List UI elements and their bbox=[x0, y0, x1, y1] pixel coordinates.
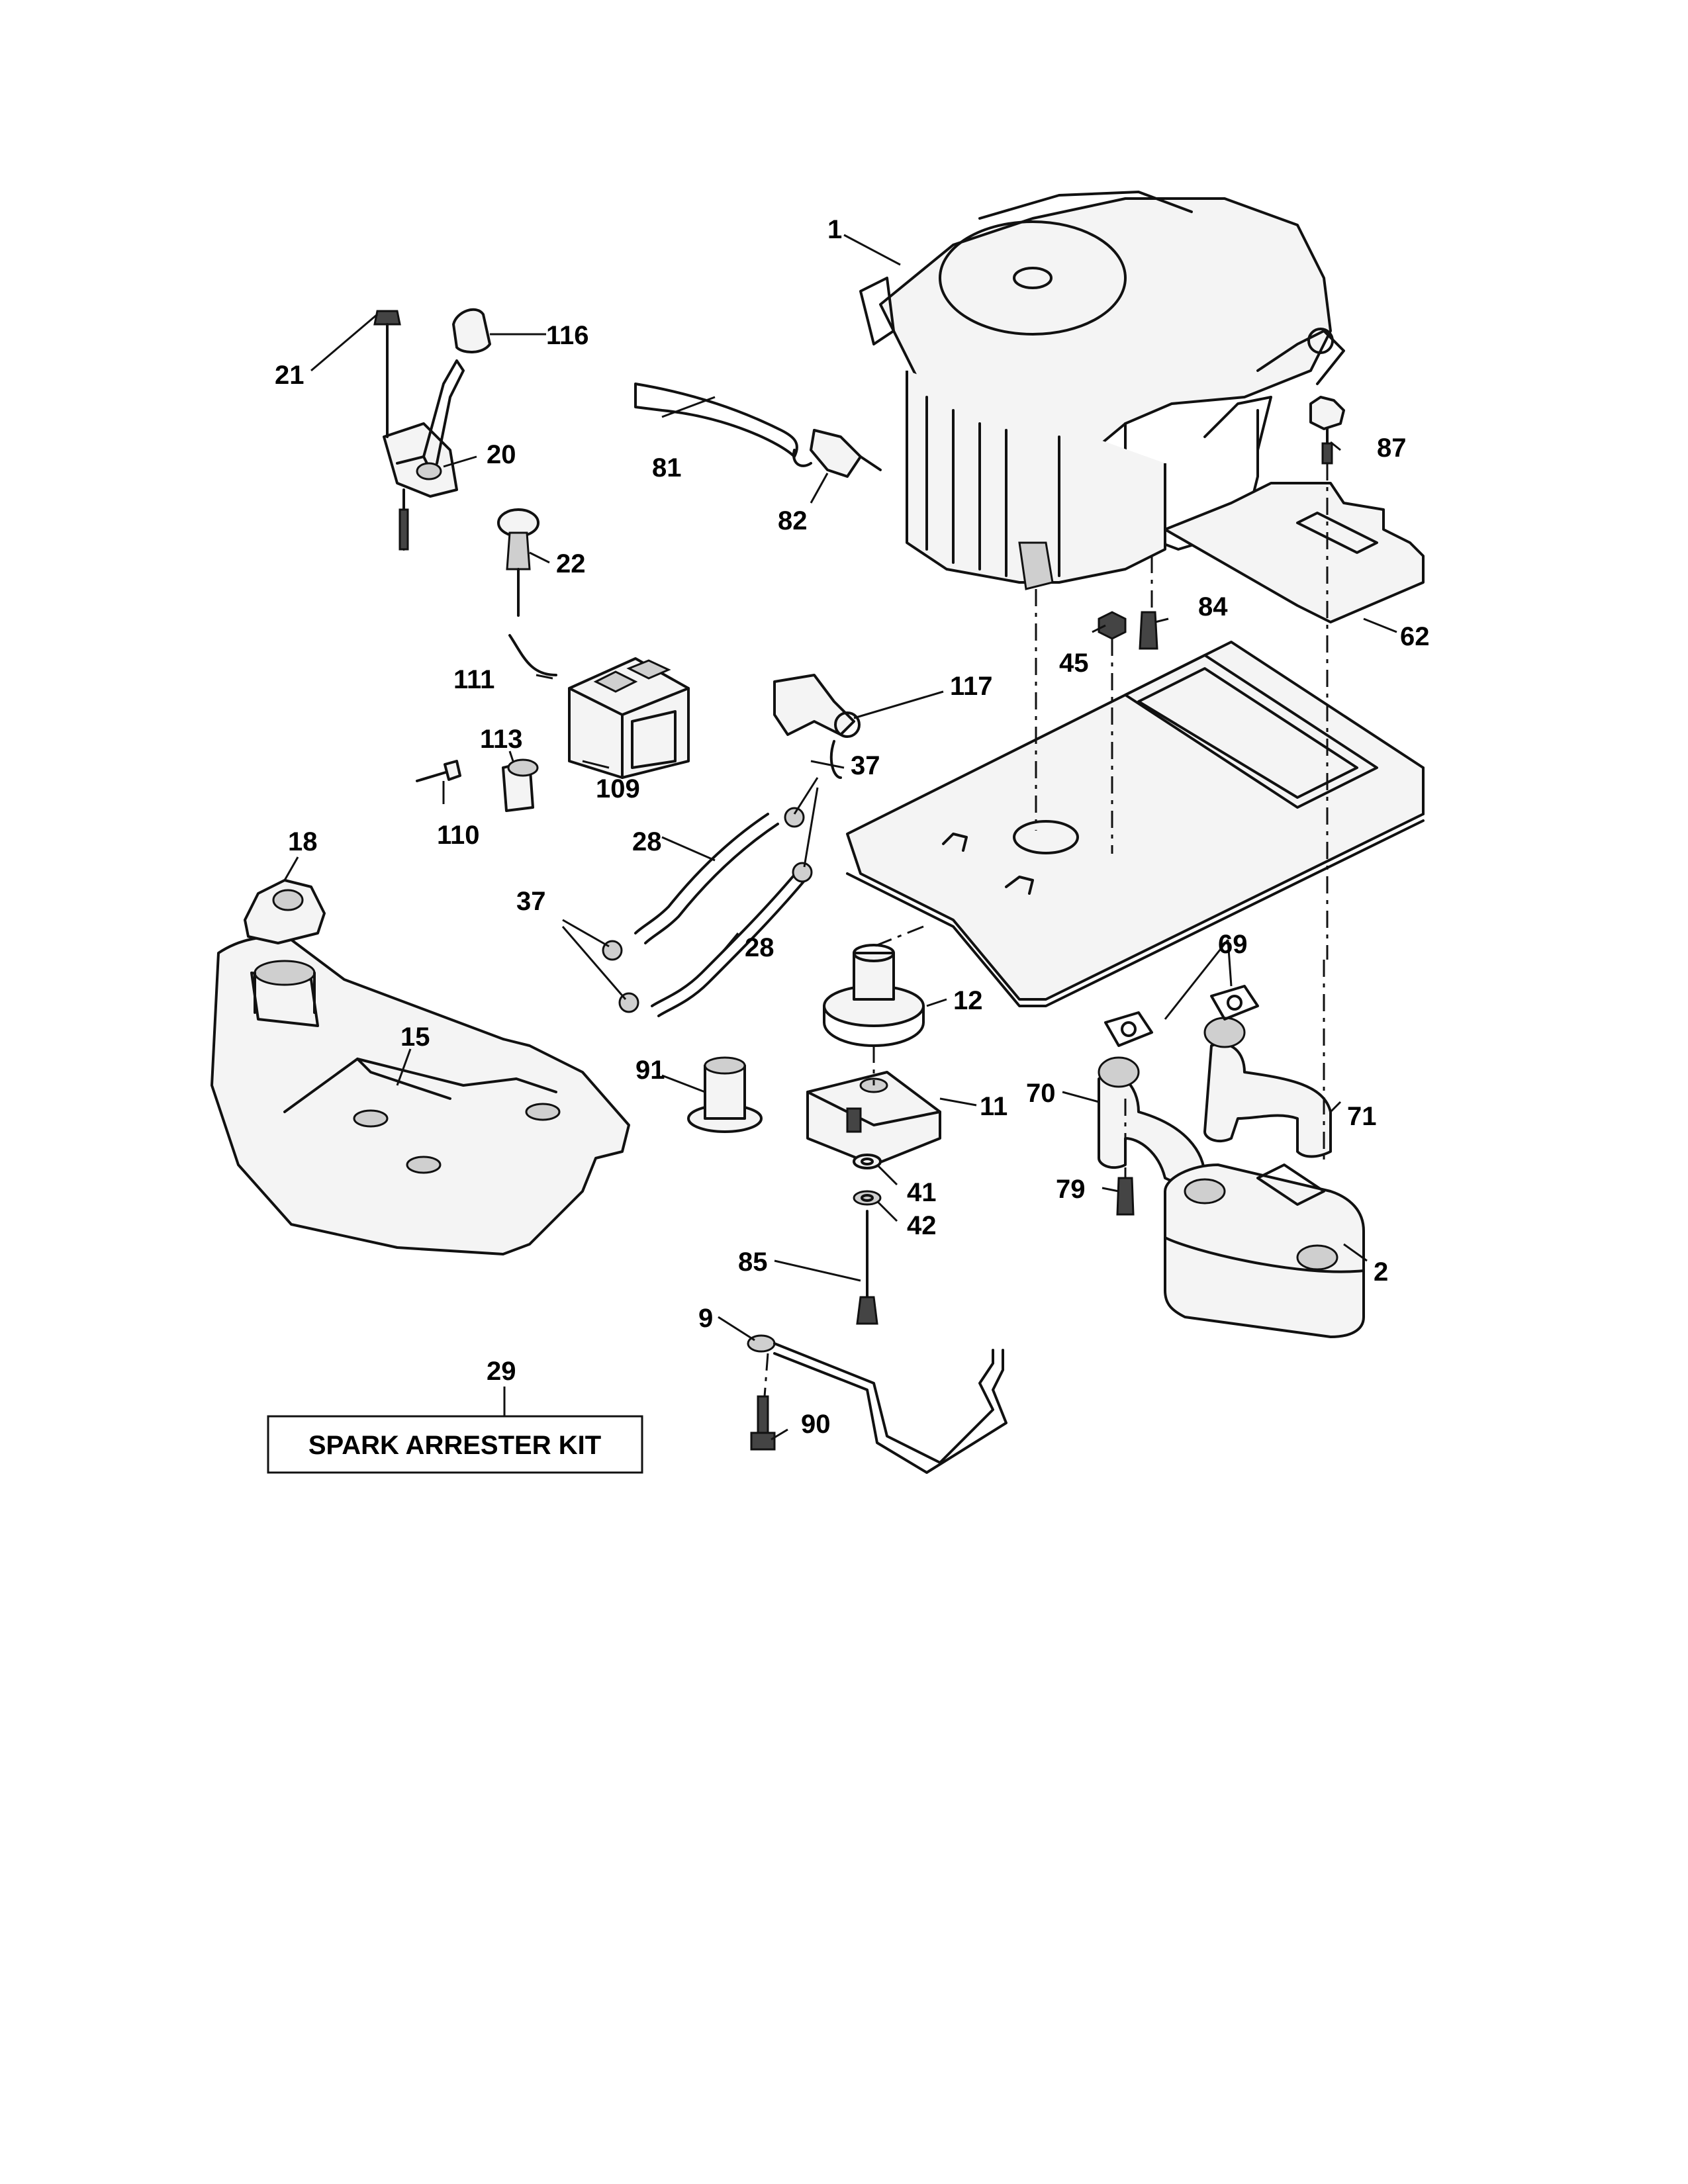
callout-labels: 1 2 9 11 12 15 18 20 21 22 28 28 29 37 3… bbox=[275, 215, 1430, 1439]
fuel-filter-82 bbox=[792, 429, 882, 478]
exhaust-pipe-71 bbox=[1203, 1017, 1332, 1158]
choke-knob-22 bbox=[497, 508, 539, 617]
callout-20: 20 bbox=[487, 440, 516, 469]
spark-arrester-kit: SPARK ARRESTER KIT bbox=[267, 1387, 643, 1474]
callout-70: 70 bbox=[1026, 1079, 1056, 1108]
bolt-79 bbox=[1116, 1177, 1135, 1216]
knob-116 bbox=[452, 308, 491, 353]
callout-1: 1 bbox=[827, 215, 842, 244]
kit-box bbox=[267, 1415, 643, 1474]
clutch-11 bbox=[806, 1071, 941, 1166]
callout-109: 109 bbox=[596, 774, 640, 803]
centerlines bbox=[763, 463, 1329, 1397]
callout-28-upper: 28 bbox=[632, 827, 662, 856]
fuel-cap-18 bbox=[244, 879, 326, 944]
wire-111 bbox=[508, 634, 557, 676]
callout-37-upper: 37 bbox=[851, 751, 880, 780]
callout-37-lower: 37 bbox=[516, 887, 546, 916]
callout-12: 12 bbox=[953, 986, 983, 1015]
ignition-switch-109 bbox=[568, 657, 690, 779]
leader-lines bbox=[283, 234, 1397, 1441]
callout-117: 117 bbox=[950, 672, 993, 701]
callout-84: 84 bbox=[1198, 592, 1228, 621]
callout-2: 2 bbox=[1374, 1257, 1388, 1287]
callout-91: 91 bbox=[635, 1056, 665, 1085]
fuel-hose-28-upper bbox=[634, 813, 779, 944]
callout-22: 22 bbox=[556, 549, 586, 578]
bolt-84 bbox=[1139, 611, 1158, 650]
engine-assembly bbox=[859, 191, 1345, 590]
shield-62 bbox=[1164, 482, 1425, 623]
washer-42 bbox=[853, 1190, 882, 1206]
washer-41 bbox=[853, 1154, 882, 1169]
callout-82: 82 bbox=[778, 506, 808, 535]
bolt-85 bbox=[856, 1210, 878, 1325]
rod-9 bbox=[747, 1334, 1008, 1474]
callout-62: 62 bbox=[1400, 622, 1430, 651]
callout-81: 81 bbox=[652, 453, 682, 482]
callout-87: 87 bbox=[1377, 433, 1407, 463]
key-110 bbox=[416, 760, 461, 782]
callout-29: 29 bbox=[487, 1357, 516, 1386]
callout-79: 79 bbox=[1056, 1175, 1086, 1204]
nut-45 bbox=[1098, 611, 1127, 640]
callout-85: 85 bbox=[738, 1248, 768, 1277]
callout-110: 110 bbox=[437, 821, 480, 850]
kit-label: SPARK ARRESTER KIT bbox=[308, 1431, 601, 1460]
callout-18: 18 bbox=[288, 827, 318, 856]
shutoff-valve-117 bbox=[773, 674, 861, 779]
callout-69: 69 bbox=[1218, 930, 1248, 959]
pulley-12 bbox=[823, 944, 925, 1047]
callout-28-lower: 28 bbox=[745, 933, 774, 962]
callout-111: 111 bbox=[453, 665, 494, 694]
hose-clamp-37 bbox=[602, 807, 813, 1013]
bolt-90 bbox=[750, 1395, 776, 1451]
bolt-21 bbox=[373, 310, 401, 438]
callout-45: 45 bbox=[1059, 649, 1089, 678]
knob-87 bbox=[1309, 396, 1345, 465]
callout-21: 21 bbox=[275, 361, 305, 390]
callout-15: 15 bbox=[400, 1023, 430, 1052]
muffler-2 bbox=[1164, 1163, 1365, 1338]
fuel-hose-28-lower bbox=[651, 866, 809, 1017]
gasket-69 bbox=[1104, 985, 1259, 1047]
callout-41: 41 bbox=[907, 1178, 937, 1207]
throttle-control-20 bbox=[383, 359, 465, 551]
fuel-tank-15 bbox=[211, 936, 630, 1255]
bearing-91 bbox=[687, 1056, 763, 1133]
callout-11: 11 bbox=[980, 1092, 1008, 1121]
key-113 bbox=[502, 758, 539, 812]
exhaust-pipe-70 bbox=[1098, 1056, 1206, 1185]
fuel-line-81 bbox=[634, 383, 798, 458]
callout-116: 116 bbox=[546, 321, 589, 350]
callout-113: 113 bbox=[480, 725, 523, 754]
frame-plate bbox=[846, 641, 1425, 1007]
callout-42: 42 bbox=[907, 1211, 937, 1240]
callout-90: 90 bbox=[801, 1410, 831, 1439]
callout-71: 71 bbox=[1347, 1102, 1377, 1131]
callout-9: 9 bbox=[698, 1304, 713, 1333]
